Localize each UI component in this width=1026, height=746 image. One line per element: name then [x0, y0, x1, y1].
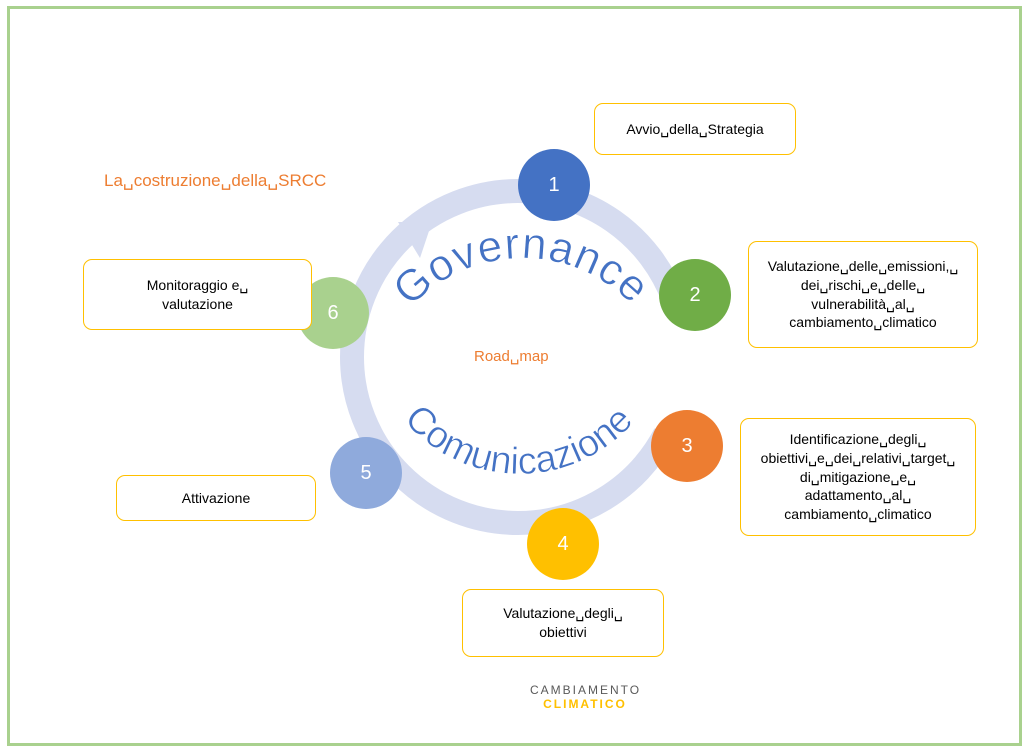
diagram-title: La␣costruzione␣della␣SRCC	[104, 171, 327, 190]
step-text-line: obiettivi	[539, 624, 587, 640]
step-number: 5	[360, 461, 372, 484]
step-text-line: adattamento␣al␣	[804, 487, 912, 504]
step-text-line: cambiamento␣climatico	[784, 506, 932, 523]
step-circle-5: 5	[330, 437, 402, 509]
step-circle-2: 2	[659, 259, 731, 331]
step-box-4: Valutazione␣degli␣ obiettivi	[462, 589, 664, 657]
step-text-line: Monitoraggio e␣	[146, 276, 249, 293]
roadmap-label: Road␣map	[474, 348, 549, 365]
step-text-line: Valutazione␣degli␣	[503, 605, 623, 622]
step-circle-4: 4	[527, 508, 599, 580]
logo-line-2: CLIMATICO	[543, 697, 627, 711]
step-circle-3: 3	[651, 410, 723, 482]
step-text-line: obiettivi␣e␣dei␣relativi␣target␣	[760, 449, 956, 466]
step-text-line: valutazione	[162, 295, 233, 312]
cycle-arrow-head	[398, 222, 432, 258]
cycle-ring: Governance Comunicazione	[340, 179, 696, 535]
step-box-3: Identificazione␣degli␣ obiettivi␣e␣dei␣r…	[740, 418, 976, 536]
step-text-line: Valutazione␣delle␣emissioni,␣	[767, 257, 959, 274]
step-circle-1: 1	[518, 149, 590, 221]
step-text-line: di␣mitigazione␣e␣	[799, 468, 917, 485]
step-box-6: Monitoraggio e␣ valutazione	[83, 259, 312, 330]
step-number: 1	[548, 173, 560, 196]
step-text-line: cambiamento␣climatico	[789, 314, 937, 331]
step-box-5: Attivazione	[116, 475, 316, 521]
step-box-2: Valutazione␣delle␣emissioni,␣ dei␣rischi…	[748, 241, 978, 348]
step-text-line: Attivazione	[181, 489, 251, 506]
logo-line-1: CAMBIAMENTO	[530, 683, 642, 697]
step-text-line: Avvio␣della␣Strategia	[626, 120, 764, 137]
step-number: 6	[327, 301, 339, 324]
step-box-1: Avvio␣della␣Strategia	[594, 103, 796, 155]
step-number: 2	[689, 283, 701, 306]
step-text-line: dei␣rischi␣e␣delle␣	[800, 276, 926, 293]
step-number: 3	[681, 434, 693, 457]
step-text-line: vulnerabilità␣al␣	[811, 295, 915, 312]
step-text-line: Identificazione␣degli␣	[789, 430, 927, 447]
step-number: 4	[557, 532, 569, 555]
arc-label-comunicazione: Comunicazione	[397, 397, 641, 483]
cambiamento-climatico-logo: CAMBIAMENTO CLIMATICO	[530, 683, 640, 711]
